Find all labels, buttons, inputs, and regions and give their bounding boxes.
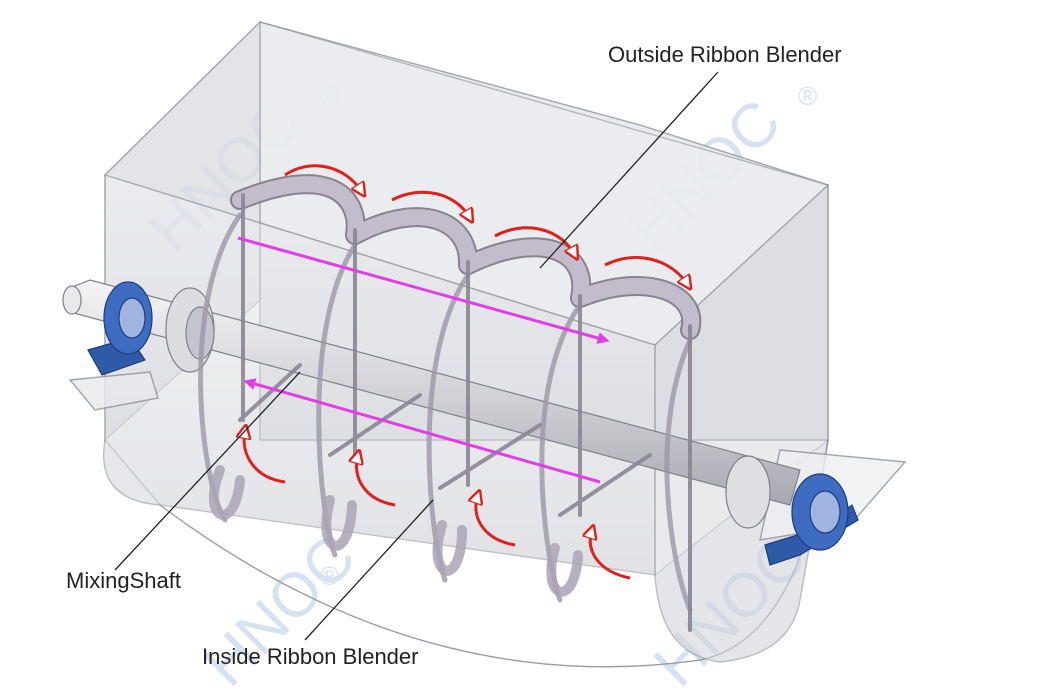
axial-arrow-forward [237,236,610,344]
watermark-mark: ® [798,81,817,111]
label-mixing-shaft: MixingShaft [66,568,181,593]
watermark-mark: ® [320,561,339,591]
outer-ribbon-turn [232,176,364,243]
flow-arrow-top [391,190,470,218]
flow-arrow-top [284,164,362,192]
shaft-end-left [62,285,82,315]
straight-arrow-icon [237,236,610,484]
label-inside-ribbon-blender: Inside Ribbon Blender [202,644,419,669]
bearing-block-icon [87,281,859,566]
leader-inside-ribbon [304,499,434,641]
leader-mixing-shaft [114,371,301,571]
flow-arrow-bottom [590,530,631,580]
flow-arrow-top [604,256,688,285]
base-plate-left [68,371,159,411]
flow-arrow-bottom [476,495,516,547]
leader-lines [114,71,719,641]
outer-ribbon-turn [572,277,700,338]
shaft-hub-right [725,455,771,529]
flow-arrow-bottom [244,430,286,484]
outer-ribbon-turn [460,239,590,306]
flow-arrow-bottom [357,455,396,507]
bearing-left [87,281,153,376]
bearing-right [764,473,859,566]
outer-ribbon-turn [347,209,476,273]
curved-arrow-icon [244,164,688,580]
leader-outside-ribbon [539,71,719,269]
label-outside-ribbon-blender: Outside Ribbon Blender [608,42,842,67]
flow-arrow-top [494,226,575,255]
trough-end-cap-left [103,439,161,506]
axial-arrow-return [243,378,601,484]
